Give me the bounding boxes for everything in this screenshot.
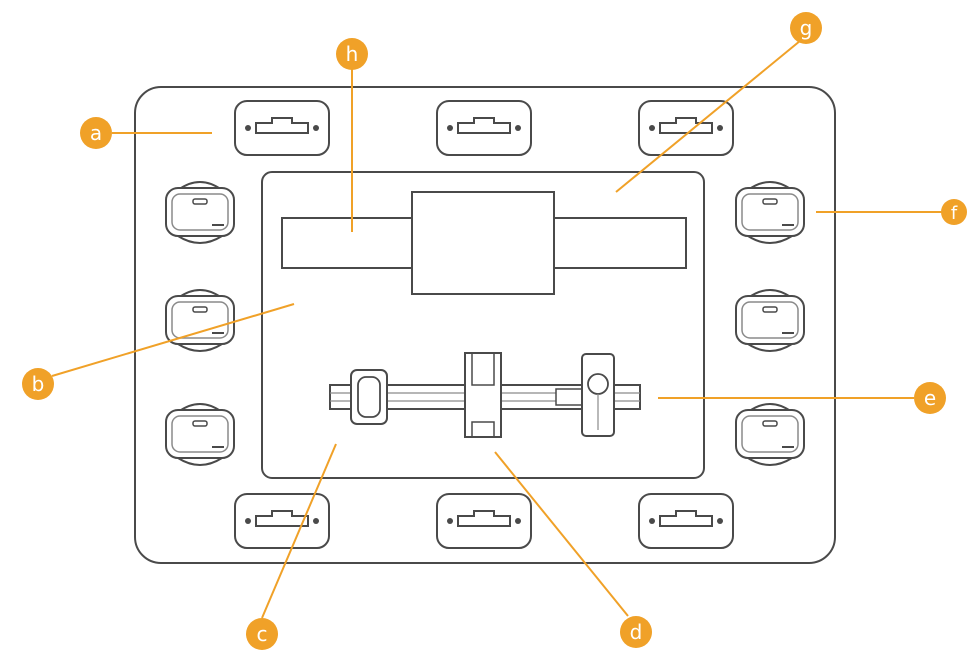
callout-label-b: b	[32, 372, 45, 396]
callout-label-g: g	[800, 16, 813, 40]
vertical-clip	[735, 181, 805, 244]
callout-marker-c: c	[246, 618, 278, 650]
vertical-clip	[165, 181, 235, 244]
horizontal-clip	[436, 100, 532, 156]
rail-end-clamp	[350, 369, 388, 425]
vertical-clip	[735, 403, 805, 466]
callout-marker-a: a	[80, 117, 112, 149]
callout-marker-b: b	[22, 368, 54, 400]
horizontal-clip	[234, 100, 330, 156]
callout-marker-e: e	[914, 382, 946, 414]
leader-line-g	[615, 35, 807, 193]
horizontal-clip	[638, 100, 734, 156]
strap-center-block	[411, 191, 555, 295]
callout-label-d: d	[630, 620, 643, 644]
callout-label-e: e	[924, 386, 936, 410]
vertical-clip	[735, 289, 805, 352]
vertical-clip	[165, 403, 235, 466]
leader-line-c	[261, 443, 337, 619]
callout-marker-f: f	[941, 199, 967, 225]
rail-pivot-clamp	[581, 353, 615, 437]
horizontal-clip	[436, 493, 532, 549]
leader-line-b	[51, 303, 295, 377]
callout-label-h: h	[346, 42, 359, 66]
callout-marker-d: d	[620, 616, 652, 648]
callout-label-a: a	[90, 121, 102, 145]
callout-label-f: f	[951, 203, 958, 224]
horizontal-clip	[234, 493, 330, 549]
vertical-clip	[165, 289, 235, 352]
callout-marker-g: g	[790, 12, 822, 44]
horizontal-clip	[638, 493, 734, 549]
callout-label-c: c	[257, 622, 268, 646]
callout-marker-h: h	[336, 38, 368, 70]
rail-center-bracket	[464, 352, 502, 438]
leader-line-d	[494, 451, 629, 617]
